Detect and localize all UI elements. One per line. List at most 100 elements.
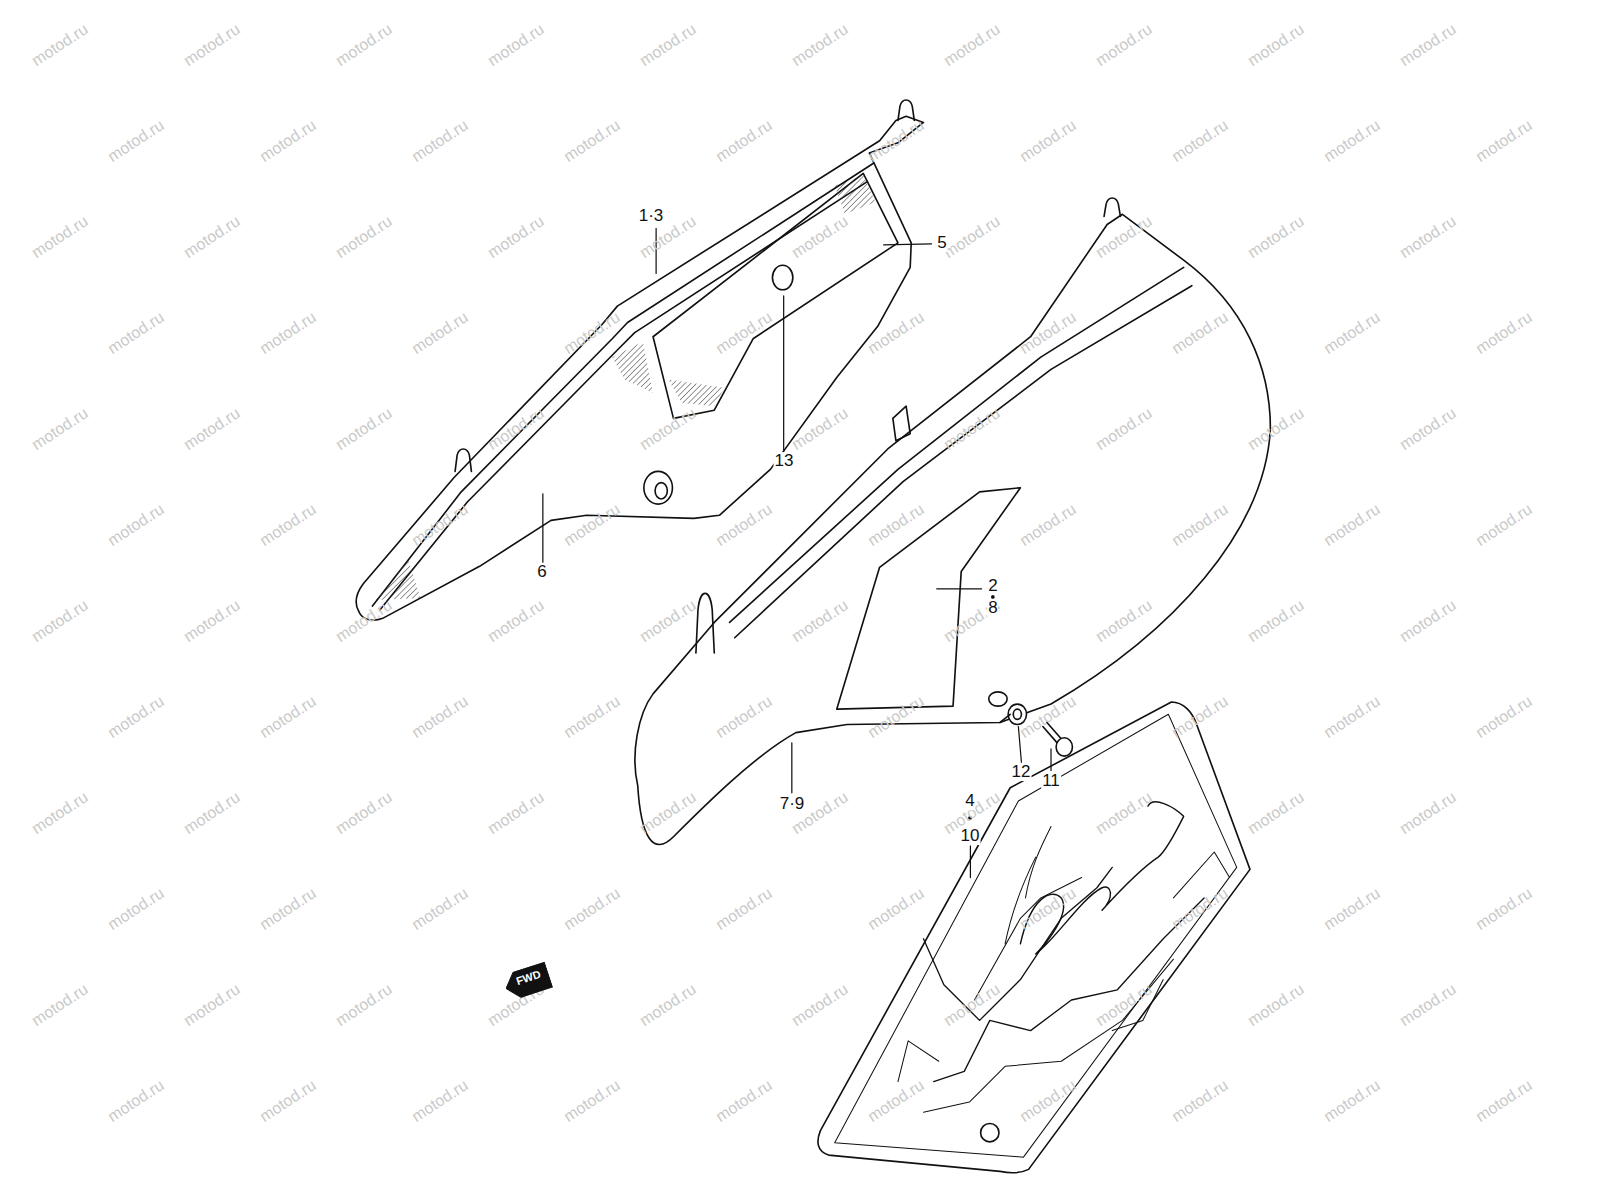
- watermark: motod.ru: [257, 308, 320, 357]
- watermark: motod.ru: [865, 884, 928, 933]
- watermark: motod.ru: [29, 596, 92, 645]
- watermark: motod.ru: [941, 212, 1004, 261]
- watermark: motod.ru: [713, 308, 776, 357]
- watermark: motod.ru: [485, 404, 548, 453]
- watermark: motod.ru: [333, 404, 396, 453]
- watermark: motod.ru: [561, 884, 624, 933]
- watermark: motod.ru: [789, 980, 852, 1029]
- watermark: motod.ru: [181, 788, 244, 837]
- watermark: motod.ru: [29, 404, 92, 453]
- callout-number: 1·3: [638, 207, 665, 225]
- watermark: motod.ru: [1093, 404, 1156, 453]
- arrow-outline: [502, 962, 553, 1002]
- watermark: motod.ru: [181, 596, 244, 645]
- watermark: motod.ru: [1169, 500, 1232, 549]
- watermark: motod.ru: [1017, 500, 1080, 549]
- watermark: motod.ru: [1473, 1076, 1536, 1125]
- watermark: motod.ru: [1397, 788, 1460, 837]
- watermark: motod.ru: [941, 404, 1004, 453]
- watermark: motod.ru: [865, 116, 928, 165]
- callout-number: 7·9: [779, 795, 806, 813]
- watermark: motod.ru: [485, 212, 548, 261]
- watermark: motod.ru: [1093, 212, 1156, 261]
- watermark: motod.ru: [1397, 20, 1460, 69]
- watermark: motod.ru: [1473, 884, 1536, 933]
- watermark: motod.ru: [1169, 116, 1232, 165]
- watermark: motod.ru: [941, 20, 1004, 69]
- watermark: motod.ru: [257, 500, 320, 549]
- watermark: motod.ru: [1321, 308, 1384, 357]
- watermark: motod.ru: [257, 1076, 320, 1125]
- watermark: motod.ru: [1169, 1076, 1232, 1125]
- watermark: motod.ru: [1017, 116, 1080, 165]
- watermark: motod.ru: [1093, 980, 1156, 1029]
- frame-cover-decal: [818, 702, 1250, 1173]
- watermark: motod.ru: [1321, 884, 1384, 933]
- watermark: motod.ru: [29, 212, 92, 261]
- watermark: motod.ru: [409, 308, 472, 357]
- watermark: motod.ru: [865, 692, 928, 741]
- watermark: motod.ru: [333, 212, 396, 261]
- watermark: motod.ru: [257, 116, 320, 165]
- watermark: motod.ru: [333, 596, 396, 645]
- watermark: motod.ru: [1321, 500, 1384, 549]
- watermark: motod.ru: [713, 884, 776, 933]
- watermark: motod.ru: [637, 20, 700, 69]
- watermark: motod.ru: [333, 20, 396, 69]
- watermark: motod.ru: [1397, 404, 1460, 453]
- watermark: motod.ru: [1245, 212, 1308, 261]
- watermark: motod.ru: [485, 788, 548, 837]
- watermark: motod.ru: [181, 212, 244, 261]
- watermark: motod.ru: [637, 404, 700, 453]
- watermark: motod.ru: [181, 404, 244, 453]
- watermark: motod.ru: [333, 788, 396, 837]
- watermark: motod.ru: [865, 1076, 928, 1125]
- watermark: motod.ru: [1397, 980, 1460, 1029]
- watermark: motod.ru: [181, 20, 244, 69]
- watermark: motod.ru: [333, 980, 396, 1029]
- watermark: motod.ru: [789, 20, 852, 69]
- watermark: motod.ru: [713, 692, 776, 741]
- watermark: motod.ru: [257, 884, 320, 933]
- watermark: motod.ru: [29, 980, 92, 1029]
- watermark: motod.ru: [865, 308, 928, 357]
- callout-number: 2: [987, 577, 998, 595]
- watermark: motod.ru: [561, 1076, 624, 1125]
- callout-number: 12: [1011, 763, 1032, 781]
- watermark: motod.ru: [409, 116, 472, 165]
- callout-number: 5: [936, 234, 947, 252]
- watermark: motod.ru: [1169, 692, 1232, 741]
- watermark: motod.ru: [409, 692, 472, 741]
- watermark: motod.ru: [1397, 596, 1460, 645]
- watermark: motod.ru: [789, 404, 852, 453]
- watermark: motod.ru: [1245, 596, 1308, 645]
- leader-line: [543, 229, 1051, 878]
- watermark: motod.ru: [181, 980, 244, 1029]
- watermark: motod.ru: [637, 788, 700, 837]
- watermark: motod.ru: [1093, 788, 1156, 837]
- watermark: motod.ru: [1017, 692, 1080, 741]
- watermark: motod.ru: [29, 20, 92, 69]
- callout-number: 11: [1041, 772, 1061, 790]
- watermark: motod.ru: [561, 692, 624, 741]
- watermark: motod.ru: [713, 116, 776, 165]
- watermark: motod.ru: [561, 500, 624, 549]
- watermark: motod.ru: [1321, 116, 1384, 165]
- watermark: motod.ru: [1321, 692, 1384, 741]
- watermark: motod.ru: [105, 116, 168, 165]
- watermark: motod.ru: [105, 884, 168, 933]
- watermark: motod.ru: [1093, 596, 1156, 645]
- watermark: motod.ru: [105, 500, 168, 549]
- callout-number: 4: [964, 792, 975, 810]
- watermark: motod.ru: [637, 596, 700, 645]
- watermark: motod.ru: [485, 596, 548, 645]
- watermark: motod.ru: [789, 212, 852, 261]
- callout-number: 10: [960, 827, 981, 845]
- watermark: motod.ru: [1473, 116, 1536, 165]
- watermark: motod.ru: [637, 980, 700, 1029]
- watermark: motod.ru: [865, 500, 928, 549]
- watermark: motod.ru: [1321, 1076, 1384, 1125]
- watermark: motod.ru: [485, 20, 548, 69]
- watermark: motod.ru: [561, 116, 624, 165]
